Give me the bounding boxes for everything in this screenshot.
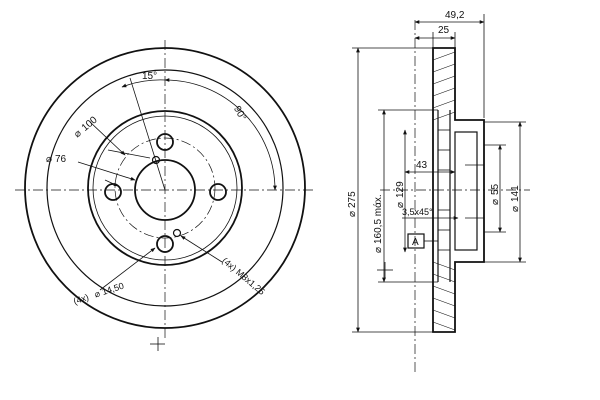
holes-left-label: (4x) ⌀ 14,50: [72, 281, 125, 307]
holes-right-count: (4x): [220, 255, 238, 273]
datum-a-label: A: [412, 237, 419, 248]
dim-55-value: 55: [490, 183, 501, 195]
dia-76-value: 76: [55, 154, 67, 165]
hub-pilot: [454, 131, 478, 251]
dim-55-label: ⌀ 55: [490, 183, 501, 205]
dim-275-symbol: ⌀: [347, 211, 358, 217]
leader-holes-right: [180, 235, 223, 263]
holes-right-value: M8x1,25: [234, 267, 267, 297]
angle-15-arc: [121, 79, 166, 88]
side-view: 49,2 25 ⌀ 275 ⌀ 160,5 mάx. ⌀ 129 43: [347, 10, 530, 375]
dim-55-symbol: ⌀: [490, 199, 501, 205]
holes-right-label: (4x) M8x1,25: [220, 255, 267, 296]
dim-141-symbol: ⌀: [510, 206, 521, 212]
wheel-bolt-hole-right: [209, 183, 227, 201]
angle-15-label: 15°: [142, 71, 157, 82]
dia-76-label: ⌀ 76: [46, 154, 67, 165]
dim-129-label: ⌀ 129: [395, 181, 406, 208]
dim-160-value: 160,5 mάx.: [372, 194, 384, 244]
dia-100-symbol: ⌀: [72, 128, 84, 140]
leader-threaded-upper: [107, 149, 151, 159]
front-view: 15° 90° ⌀ 100 ⌀ 76 (4x) ⌀ 14,50 (4x) M8x…: [15, 40, 315, 351]
angle-90-arc: [164, 78, 277, 191]
dim-49-2-label: 49,2: [445, 10, 465, 21]
leader-dia-76: [77, 161, 136, 181]
dim-275-value: 275: [347, 191, 358, 208]
dia-100-value: 100: [80, 114, 100, 133]
holes-left-value: 14,50: [101, 281, 126, 297]
dim-chamfer-label: 3,5x45°: [402, 207, 433, 217]
vent-fins: [437, 110, 451, 282]
holes-left-symbol: ⌀: [93, 288, 102, 299]
dim-160-symbol: ⌀: [373, 247, 384, 253]
dia-76-symbol: ⌀: [46, 154, 52, 165]
threaded-hole-lower: [172, 228, 182, 238]
dim-275-label: ⌀ 275: [347, 191, 358, 217]
dim-129-value: 129: [395, 181, 406, 198]
dim-129-symbol: ⌀: [395, 202, 406, 208]
leader-holes-left: [99, 247, 156, 291]
wheel-bolt-hole-bottom: [156, 235, 174, 253]
threaded-hole-upper: [151, 155, 161, 165]
dim-25-label: 25: [438, 25, 450, 36]
wheel-bolt-hole-left: [104, 183, 122, 201]
vent-hatching: [432, 51, 456, 331]
dim-160-label: ⌀ 160,5 mάx.: [372, 194, 384, 253]
holes-left-count: (4x): [72, 292, 90, 306]
dim-141-value: 141: [510, 185, 521, 202]
angle-90-label: 90°: [231, 104, 248, 123]
dim-43-label: 43: [416, 160, 428, 171]
leader-dia-100: [89, 121, 126, 156]
angle-15-line: [129, 77, 166, 191]
leader-dia-small: [104, 179, 119, 187]
dim-141-label: ⌀ 141: [510, 185, 521, 212]
